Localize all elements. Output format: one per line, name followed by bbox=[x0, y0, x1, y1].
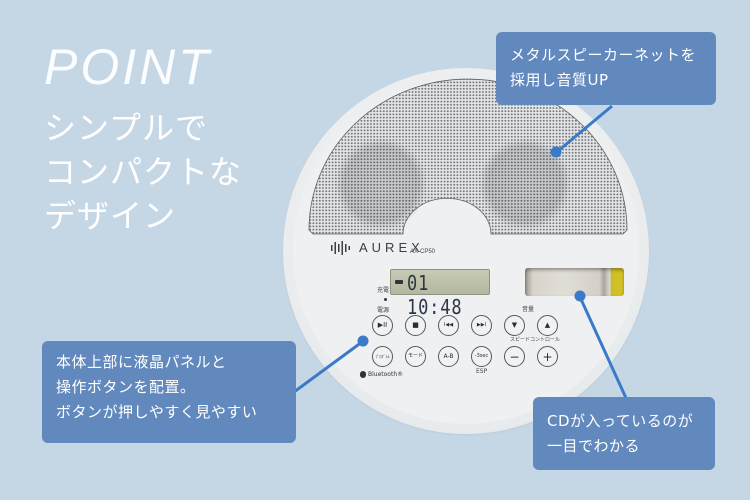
feature-title-line: デザイン bbox=[44, 197, 177, 235]
speed-control-label: スピードコントロール bbox=[510, 337, 561, 343]
next-track-button[interactable]: ▶▶I bbox=[471, 315, 492, 336]
charge-label: 充電 bbox=[377, 287, 390, 294]
model-number: AX-CP50 bbox=[410, 249, 436, 255]
callout-cd-window: CDが入っているのが 一目でわかる bbox=[533, 397, 715, 470]
charge-indicator-led bbox=[384, 298, 387, 301]
power-label: 電源 bbox=[377, 307, 390, 314]
callout-text: 操作ボタンを配置。 bbox=[56, 378, 196, 396]
left-speaker bbox=[335, 138, 427, 230]
triangle-up-icon: ▲ bbox=[544, 321, 551, 329]
lcd-display: 01 10:48 bbox=[390, 269, 490, 319]
minus-3sec-label: -3sec bbox=[474, 353, 489, 359]
a-b-repeat-button[interactable]: A-B bbox=[438, 346, 459, 367]
speaker-grille bbox=[308, 78, 628, 235]
headline: POINT シンプルで コンパクトな デザイン bbox=[44, 38, 242, 238]
bluetooth-text: Bluetooth® bbox=[368, 371, 404, 378]
cd-window bbox=[525, 268, 624, 296]
minus-icon: − bbox=[509, 349, 520, 364]
bluetooth-label: Bluetooth® bbox=[360, 371, 403, 378]
callout-text: メタルスピーカーネットを bbox=[510, 46, 697, 64]
feature-title-line: コンパクトな bbox=[44, 153, 243, 191]
volume-up-button[interactable]: ▲ bbox=[537, 315, 558, 336]
a-b-label: A-B bbox=[443, 352, 454, 360]
speed-minus-button[interactable]: − bbox=[504, 346, 525, 367]
speed-plus-button[interactable]: + bbox=[537, 346, 558, 367]
callout-control-panel: 本体上部に液晶パネルと 操作ボタンを配置。 ボタンが押しやすく見やすい bbox=[42, 341, 296, 443]
stop-button[interactable]: ■ bbox=[405, 315, 426, 336]
feature-title: シンプルで コンパクトな デザイン bbox=[44, 106, 242, 238]
play-pause-icon: ▶II bbox=[377, 321, 388, 329]
lcd-time: 01 10:48 bbox=[407, 271, 463, 319]
callout-speaker-net: メタルスピーカーネットを 採用し音質UP bbox=[496, 32, 716, 105]
mode-button[interactable]: モード bbox=[405, 346, 426, 367]
point-label: POINT bbox=[44, 39, 212, 95]
esp-label: ESP bbox=[476, 368, 488, 375]
minus-3sec-button[interactable]: -3sec bbox=[471, 346, 492, 367]
volume-label: 音量 bbox=[522, 306, 535, 313]
aurex-logo-icon bbox=[331, 240, 350, 255]
brand: AUREX bbox=[331, 240, 424, 255]
previous-icon: I◀◀ bbox=[443, 322, 454, 328]
stop-icon: ■ bbox=[412, 321, 419, 329]
callout-text: 本体上部に液晶パネルと bbox=[56, 353, 227, 371]
program-label: ﾌﾟﾛｸﾞﾗﾑ bbox=[375, 353, 390, 359]
callout-text: CDが入っているのが bbox=[547, 412, 694, 430]
next-icon: ▶▶I bbox=[476, 322, 487, 328]
volume-down-button[interactable]: ▼ bbox=[504, 315, 525, 336]
lcd-cd-indicator bbox=[395, 280, 403, 284]
bluetooth-icon bbox=[360, 371, 366, 378]
previous-track-button[interactable]: I◀◀ bbox=[438, 315, 459, 336]
mode-label: モード bbox=[407, 353, 423, 359]
cd-player-device: AUREX AX-CP50 01 10:48 充電 電源 音量 スピードコントロ… bbox=[283, 68, 649, 434]
play-pause-button[interactable]: ▶II bbox=[372, 315, 393, 336]
callout-text: 採用し音質UP bbox=[510, 71, 609, 89]
brand-name: AUREX bbox=[359, 240, 424, 255]
plus-icon: + bbox=[542, 349, 553, 364]
program-button[interactable]: ﾌﾟﾛｸﾞﾗﾑ bbox=[372, 346, 393, 367]
feature-title-line: シンプルで bbox=[44, 109, 209, 147]
callout-text: 一目でわかる bbox=[547, 437, 641, 455]
right-speaker bbox=[479, 138, 571, 230]
triangle-down-icon: ▼ bbox=[511, 321, 518, 329]
callout-text: ボタンが押しやすく見やすい bbox=[56, 403, 258, 421]
